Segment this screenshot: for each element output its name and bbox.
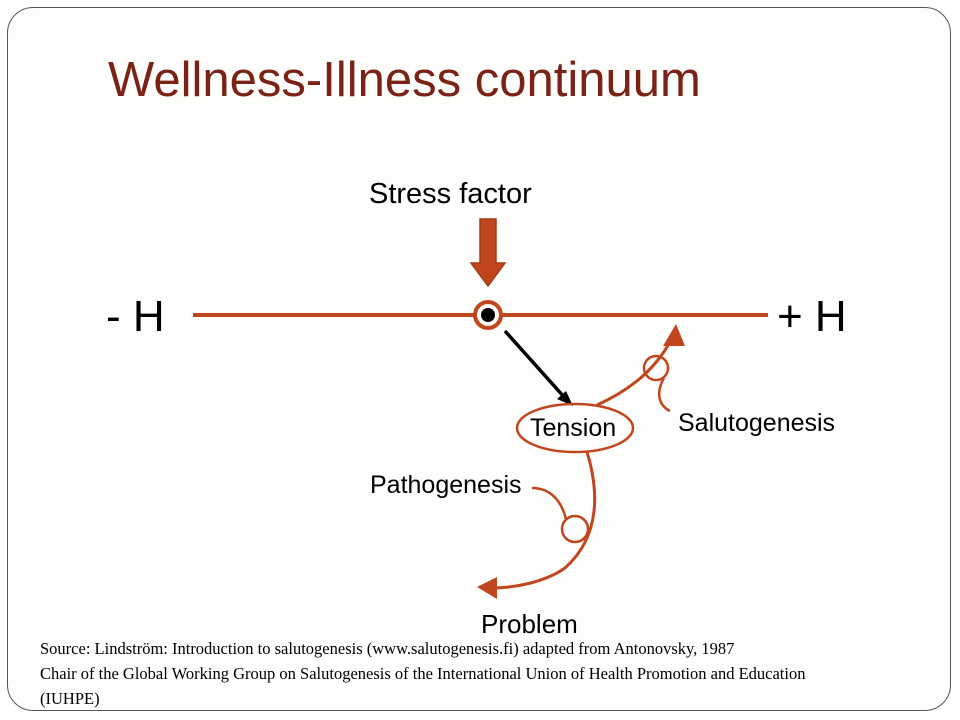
source-citation: Source: Lindström: Introduction to salut… [40, 636, 940, 711]
problem-label: Problem [481, 609, 578, 639]
source-line-1: Source: Lindström: Introduction to salut… [40, 639, 735, 658]
tension-label: Tension [530, 414, 617, 442]
salutogenesis-arrowhead [663, 324, 685, 346]
source-line-3: (IUHPE) [40, 689, 100, 708]
salutogenesis-connector [657, 377, 671, 413]
slide-frame [7, 7, 951, 711]
tension-ellipse [515, 402, 635, 454]
salutogenesis-node [642, 354, 670, 382]
pathogenesis-label: Pathogenesis [370, 471, 522, 499]
source-line-2: Chair of the Global Working Group on Sal… [40, 664, 806, 683]
stress-factor-label: Stress factor [369, 178, 532, 210]
pathogenesis-node [560, 514, 590, 544]
tension-arrow [503, 329, 567, 400]
stress-arrow [469, 218, 507, 288]
pathogenesis-connector [531, 486, 568, 520]
slide-title: Wellness-Illness continuum [108, 53, 701, 107]
minus-h-label: - H [106, 292, 165, 341]
tension-arrowhead [557, 391, 573, 406]
salutogenesis-curve [596, 339, 673, 407]
plus-h-label: + H [777, 292, 847, 341]
position-marker-dot [481, 308, 495, 322]
pathogenesis-arrowhead [477, 577, 497, 599]
salutogenesis-label: Salutogenesis [678, 409, 836, 437]
pathogenesis-curve [491, 451, 597, 590]
